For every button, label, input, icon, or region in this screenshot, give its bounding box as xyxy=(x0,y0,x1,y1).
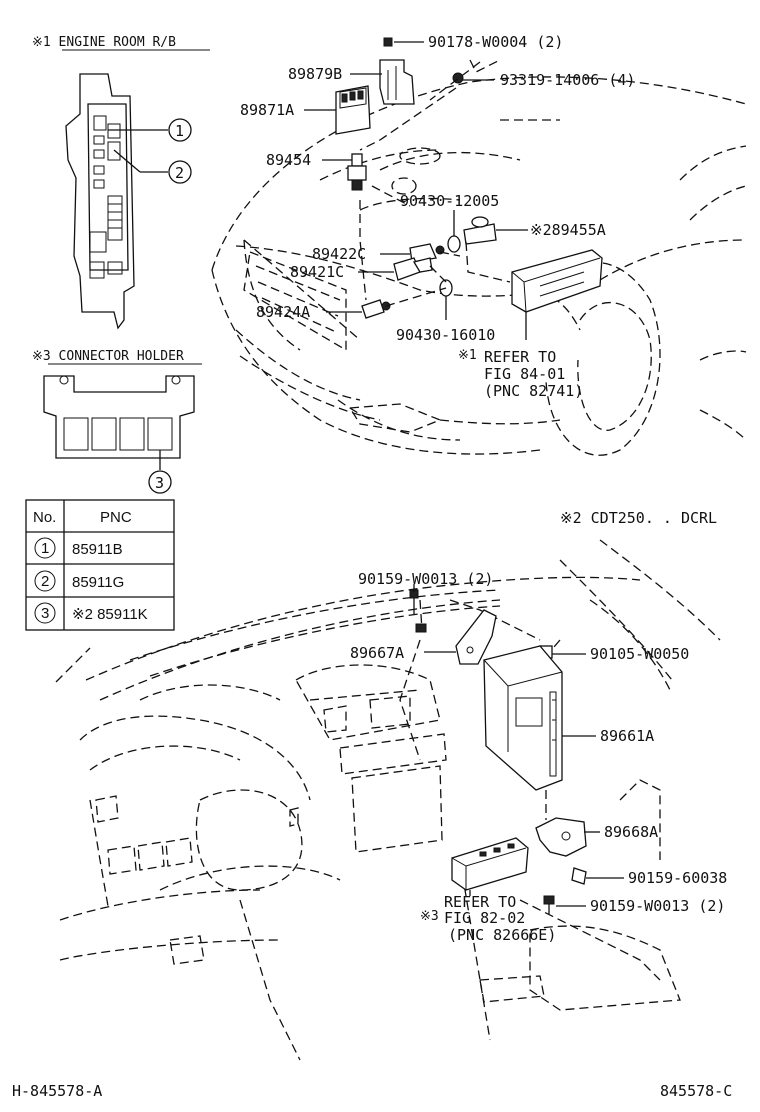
label-90430-16010: 90430-16010 xyxy=(396,326,495,344)
footer-left-code: H-845578-A xyxy=(12,1082,102,1100)
circle-3-label: 3 xyxy=(155,474,164,492)
svg-text:1: 1 xyxy=(41,540,49,557)
front-car-illustration xyxy=(211,76,747,456)
engine-room-parts xyxy=(304,37,603,340)
engine-room-labels: 90178-W0004 (2) 93319-14006 (4) 89879B 8… xyxy=(240,33,635,400)
svg-text:2: 2 xyxy=(41,573,49,590)
ref3-mark: ※3 xyxy=(420,909,439,924)
label-89455A: ※289455A xyxy=(530,221,606,239)
ref1-line1: REFER TO xyxy=(484,348,556,366)
callout-circle-3 xyxy=(148,470,172,494)
label-90430-12005: 90430-12005 xyxy=(400,192,499,210)
footer-right-code: 845578-C xyxy=(660,1082,732,1100)
label-89661A: 89661A xyxy=(600,727,654,745)
table-row: 2 85911G xyxy=(34,570,124,592)
label-89421C: 89421C xyxy=(290,263,344,281)
label-90159-w0013-top: 90159-W0013 (2) xyxy=(358,570,493,588)
svg-text:3: 3 xyxy=(41,605,49,622)
table-row: 3 ※2 85911K xyxy=(34,602,148,624)
ref1-line3: (PNC 82741) xyxy=(484,382,583,400)
model-note: ※2 CDT250. . DCRL xyxy=(560,509,717,527)
label-93319: 93319-14006 (4) xyxy=(500,71,635,89)
label-89424A: 89424A xyxy=(256,303,310,321)
ref1-line2: FIG 84-01 xyxy=(484,365,565,383)
svg-text:85911B: 85911B xyxy=(72,541,123,558)
circle-1-label: 1 xyxy=(175,122,184,140)
callout-circle-2 xyxy=(168,160,192,184)
pnc-table: No. PNC 1 85911B 2 85911G 3 ※2 85911K xyxy=(25,499,175,631)
engine-room-label: ※1 ENGINE ROOM R/B xyxy=(32,35,176,50)
dashboard-parts xyxy=(409,584,624,914)
connector-holder-label: ※3 CONNECTOR HOLDER xyxy=(32,349,184,364)
connector-holder: ※3 CONNECTOR HOLDER 3 xyxy=(32,349,202,494)
table-header-pnc: PNC xyxy=(100,509,132,526)
label-90159-w0013-bottom: 90159-W0013 (2) xyxy=(590,897,725,915)
dashboard-labels: 90159-W0013 (2) 89667A 90105-W0050 89661… xyxy=(350,570,727,944)
engine-room-relay-block: ※1 ENGINE ROOM R/B 1 2 xyxy=(32,35,210,330)
label-90105: 90105-W0050 xyxy=(590,645,689,663)
label-90178: 90178-W0004 (2) xyxy=(428,33,563,51)
circle-2-label: 2 xyxy=(175,164,184,182)
callout-circle-1 xyxy=(168,118,192,142)
label-89879B: 89879B xyxy=(288,65,342,83)
table-row: 1 85911B xyxy=(34,537,123,559)
dashboard-illustration xyxy=(55,539,721,1061)
ref3-line1: REFER TO xyxy=(444,893,516,911)
label-89668A: 89668A xyxy=(604,823,658,841)
svg-text:85911G: 85911G xyxy=(72,574,124,591)
label-89871A: 89871A xyxy=(240,101,294,119)
ref3-line3: (PNC 82666E) xyxy=(448,926,556,944)
ref3-line2: FIG 82-02 xyxy=(444,909,525,927)
ref1-mark: ※1 xyxy=(458,348,477,363)
label-89422C: 89422C xyxy=(312,245,366,263)
label-89667A: 89667A xyxy=(350,644,404,662)
label-90159-60038: 90159-60038 xyxy=(628,869,727,887)
label-89454: 89454 xyxy=(266,151,311,169)
svg-text:※2 85911K: ※2 85911K xyxy=(72,606,148,623)
table-header-no: No. xyxy=(33,509,56,526)
